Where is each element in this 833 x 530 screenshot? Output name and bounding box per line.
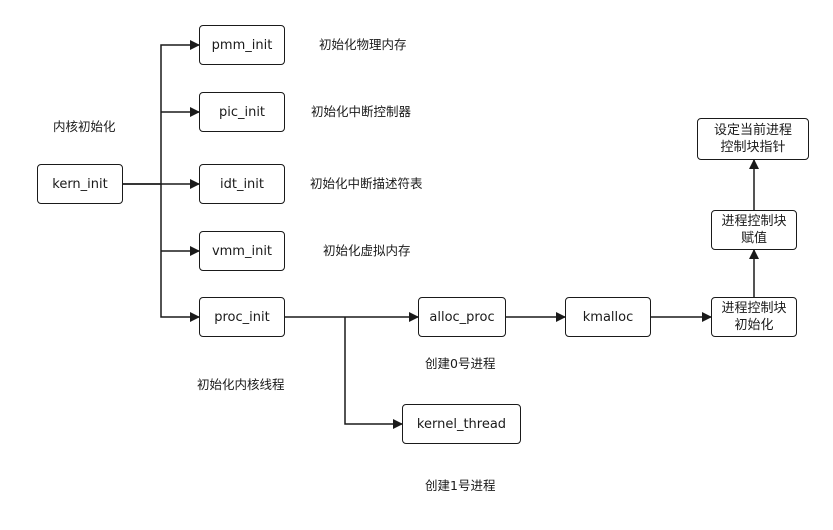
edge-kern-init-to-pmm-init <box>123 40 200 185</box>
edge-proc-init-to-kernel-thread <box>344 317 403 429</box>
note-idt: 初始化中断描述符表 <box>310 176 423 191</box>
node-alloc-proc: alloc_proc <box>418 297 506 337</box>
node-kernel-thread: kernel_thread <box>402 404 521 444</box>
edge-kern-init-to-proc-init <box>160 184 200 322</box>
note-vmm: 初始化虚拟内存 <box>323 243 411 258</box>
note-proc: 初始化内核线程 <box>197 377 285 392</box>
node-pic-init: pic_init <box>199 92 285 132</box>
node-proc-struct-init: 进程控制块 初始化 <box>711 297 797 337</box>
note-proc1: 创建1号进程 <box>425 478 496 493</box>
node-kmalloc: kmalloc <box>565 297 651 337</box>
node-proc-struct-assign: 进程控制块 赋值 <box>711 210 797 250</box>
note-pmm: 初始化物理内存 <box>319 37 407 52</box>
node-proc-init: proc_init <box>199 297 285 337</box>
note-kernel-init: 内核初始化 <box>53 119 116 134</box>
note-proc0: 创建0号进程 <box>425 356 496 371</box>
node-pmm-init: pmm_init <box>199 25 285 65</box>
node-set-current-proc-pointer: 设定当前进程 控制块指针 <box>697 118 809 160</box>
node-kern-init: kern_init <box>37 164 123 204</box>
node-vmm-init: vmm_init <box>199 231 285 271</box>
note-pic: 初始化中断控制器 <box>311 104 412 119</box>
node-idt-init: idt_init <box>199 164 285 204</box>
